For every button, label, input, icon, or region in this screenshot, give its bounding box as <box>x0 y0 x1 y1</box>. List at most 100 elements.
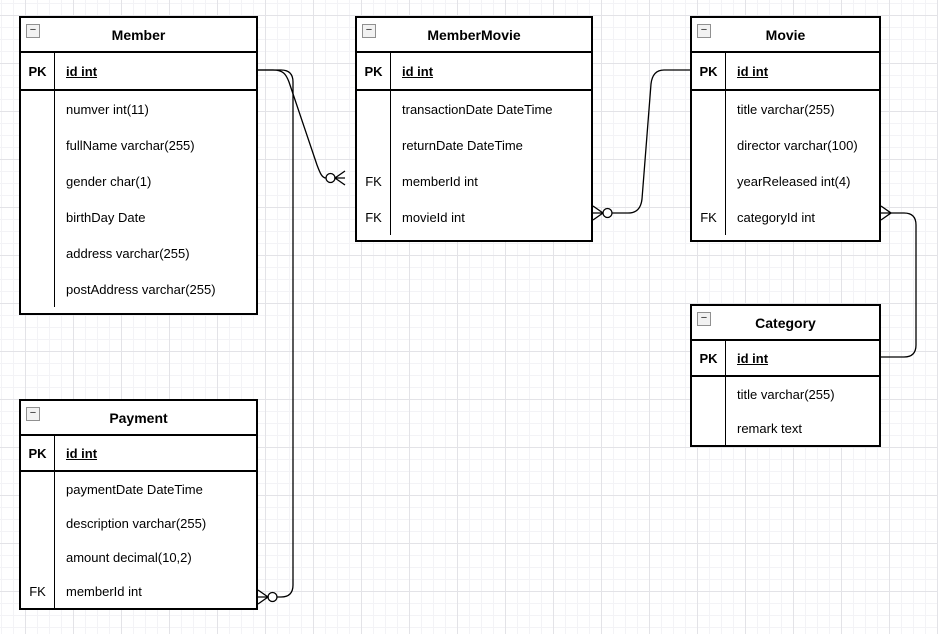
field-row[interactable]: amount decimal(10,2) <box>21 540 256 574</box>
key-label <box>21 127 55 163</box>
key-label <box>357 127 391 163</box>
key-label <box>692 127 726 163</box>
field-label: transactionDate DateTime <box>402 101 553 117</box>
field-row[interactable]: description varchar(255) <box>21 506 256 540</box>
zero-circle-icon <box>267 591 278 603</box>
field-row[interactable]: gender char(1) <box>21 163 256 199</box>
key-label: PK <box>692 53 726 89</box>
pk-row[interactable]: PK id int <box>21 436 256 472</box>
key-label: PK <box>357 53 391 89</box>
key-label <box>692 91 726 127</box>
key-label: PK <box>21 436 55 470</box>
key-label: FK <box>692 199 726 235</box>
entity-header[interactable]: −Payment <box>21 401 256 436</box>
pk-row[interactable]: PK id int <box>692 53 879 91</box>
field-row[interactable]: title varchar(255) <box>692 377 879 411</box>
key-label: FK <box>357 199 391 235</box>
field-label: id int <box>66 445 98 461</box>
field-row[interactable]: birthDay Date <box>21 199 256 235</box>
crows-foot-icon <box>257 589 270 605</box>
key-label <box>21 199 55 235</box>
key-label <box>21 163 55 199</box>
key-label: PK <box>21 53 55 89</box>
field-row[interactable]: returnDate DateTime <box>357 127 591 163</box>
crows-foot-icon <box>880 205 893 221</box>
collapse-icon[interactable]: − <box>697 312 711 326</box>
crows-foot-icon <box>592 205 605 221</box>
field-label: birthDay Date <box>66 209 146 225</box>
entity-header[interactable]: − MemberMovie <box>357 18 591 53</box>
field-row[interactable]: yearReleased int(4) <box>692 163 879 199</box>
field-row[interactable]: postAddress varchar(255) <box>21 271 256 307</box>
field-row[interactable]: remark text <box>692 411 879 445</box>
field-row[interactable]: paymentDate DateTime <box>21 472 256 506</box>
key-label <box>692 411 726 445</box>
field-row[interactable]: fullName varchar(255) <box>21 127 256 163</box>
field-label: title varchar(255) <box>737 101 835 117</box>
key-label <box>21 235 55 271</box>
field-label: id int <box>737 350 769 366</box>
field-row[interactable]: title varchar(255) <box>692 91 879 127</box>
connector-line <box>612 69 690 214</box>
connector-line <box>258 69 327 179</box>
key-label <box>21 540 55 574</box>
field-row[interactable]: transactionDate DateTime <box>357 91 591 127</box>
collapse-icon[interactable]: − <box>362 24 376 38</box>
entity-bottom-padding <box>692 235 879 240</box>
field-label: yearReleased int(4) <box>737 173 851 189</box>
connector-membermovie-movie[interactable] <box>592 69 690 221</box>
field-label: description varchar(255) <box>66 515 207 531</box>
connector-line <box>258 69 294 598</box>
zero-circle-icon <box>602 207 613 219</box>
field-label: postAddress varchar(255) <box>66 281 216 297</box>
collapse-icon[interactable]: − <box>26 407 40 421</box>
key-label <box>692 377 726 411</box>
collapse-icon[interactable]: − <box>697 24 711 38</box>
field-label: categoryId int <box>737 209 816 225</box>
field-row[interactable]: director varchar(100) <box>692 127 879 163</box>
key-label: PK <box>692 341 726 375</box>
field-row[interactable]: FK categoryId int <box>692 199 879 235</box>
collapse-icon[interactable]: − <box>26 24 40 38</box>
entity-title: Category <box>755 314 816 331</box>
key-label <box>21 271 55 307</box>
connector-movie-category[interactable] <box>880 205 917 358</box>
field-row[interactable]: address varchar(255) <box>21 235 256 271</box>
field-label: returnDate DateTime <box>402 137 523 153</box>
entity-header[interactable]: −Member <box>21 18 256 53</box>
field-label: memberId int <box>66 583 142 599</box>
key-label <box>21 506 55 540</box>
entity-bottom-padding <box>21 307 256 313</box>
field-label: address varchar(255) <box>66 245 190 261</box>
pk-row[interactable]: PK id int <box>692 341 879 377</box>
zero-circle-icon <box>325 172 336 184</box>
entity-header[interactable]: − Category <box>692 306 879 341</box>
field-label: id int <box>737 63 769 79</box>
pk-row[interactable]: PK id int <box>21 53 256 91</box>
entity-header[interactable]: −Movie <box>692 18 879 53</box>
field-label: remark text <box>737 420 803 436</box>
field-label: numver int(11) <box>66 101 149 117</box>
field-label: amount decimal(10,2) <box>66 549 192 565</box>
key-label <box>21 472 55 506</box>
key-label <box>357 91 391 127</box>
key-label <box>21 91 55 127</box>
field-label: gender char(1) <box>66 173 152 189</box>
entity-title: MemberMovie <box>427 26 521 43</box>
connector-member-membermovie[interactable] <box>258 69 346 186</box>
field-row[interactable]: numver int(11) <box>21 91 256 127</box>
field-label: id int <box>66 63 98 79</box>
field-label: fullName varchar(255) <box>66 137 195 153</box>
connector-member-payment[interactable] <box>257 69 294 605</box>
